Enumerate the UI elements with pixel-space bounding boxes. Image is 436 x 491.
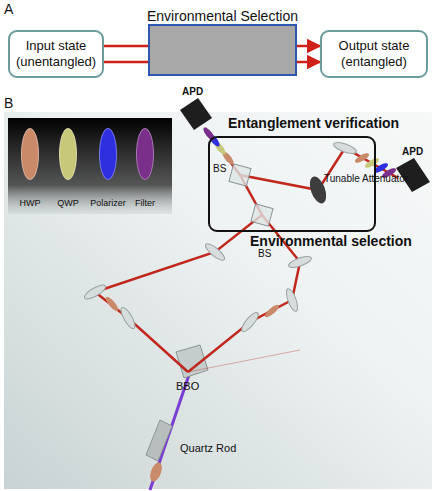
photon-beam	[95, 128, 262, 372]
beam-splitter	[251, 204, 273, 226]
detector-label: APD	[182, 86, 203, 97]
panel-letter: B	[4, 96, 13, 111]
selection-box: Environmental Selection	[148, 24, 297, 76]
component-label: Tunable Attenuator	[324, 173, 408, 184]
pump-waveplate	[148, 461, 164, 483]
legend-swatch	[99, 128, 117, 180]
legend-swatch	[136, 128, 154, 180]
legend-label: QWP	[46, 198, 90, 208]
bbo-crystal	[176, 345, 208, 378]
panel-letter: A	[4, 2, 13, 17]
detector-label: APD	[402, 146, 423, 157]
half-wave-plate	[104, 295, 120, 313]
stray-beam	[188, 350, 300, 372]
mirror	[284, 287, 300, 312]
legend-label: Filter	[123, 198, 167, 208]
node-label: Output state (entangled)	[326, 38, 422, 69]
node-label: Input state (unentangled)	[14, 38, 98, 69]
mirror	[203, 241, 227, 263]
component-label: BS	[258, 248, 271, 259]
panel-background	[4, 112, 432, 489]
mirror	[239, 310, 261, 334]
state-box: Output state (entangled)	[320, 30, 428, 78]
section-heading: Entanglement verification	[228, 116, 399, 131]
node-heading: Environmental selection	[250, 233, 412, 249]
mirror	[83, 283, 108, 302]
mirror	[119, 306, 138, 331]
mirror	[332, 140, 357, 156]
component-label: Quartz Rod	[180, 442, 236, 454]
half-wave-plate	[263, 303, 281, 319]
component-label: BBO	[176, 380, 199, 392]
node-heading: Environmental Selection	[130, 8, 315, 24]
quartz-rod	[146, 420, 172, 461]
legend-inset	[8, 118, 172, 214]
mirror	[287, 254, 312, 270]
legend-label: HWP	[8, 198, 52, 208]
state-box: Input state (unentangled)	[8, 30, 104, 78]
legend-swatch	[21, 128, 39, 180]
beam-splitter	[229, 164, 251, 186]
component-label: BS	[213, 163, 226, 174]
apd-detector	[180, 98, 212, 130]
legend-label: Polarizer	[86, 198, 130, 208]
legend-swatch	[59, 128, 77, 180]
selection-region: Environmental selection	[208, 136, 376, 232]
